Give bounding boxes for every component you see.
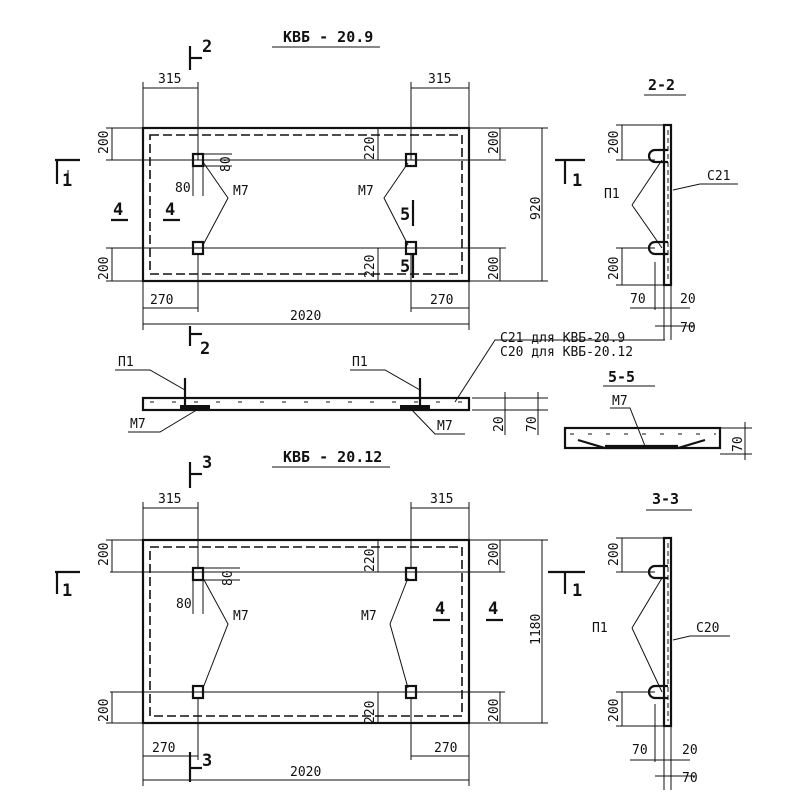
section-2-2: 2-2 200 200 С21 П1 70 20 70: [604, 76, 738, 340]
dim-70: 70: [731, 436, 746, 452]
label-c21: С21: [707, 169, 730, 184]
dim-200: 200: [607, 699, 622, 722]
dim-70: 70: [632, 743, 648, 758]
section-4-mark: 4: [488, 599, 498, 619]
section-1-mark: 1: [572, 171, 582, 191]
title-section-3-3: 3-3: [652, 490, 679, 508]
section-5-5: 5-5 М7 70: [563, 368, 752, 460]
label-m7: М7: [130, 417, 146, 432]
dim-1180: 1180: [529, 614, 544, 645]
dim-920: 920: [529, 197, 544, 220]
dim-315-left: 315: [158, 492, 181, 507]
plan-kvb-20-9: КВБ - 20.9 315 315 200 200 200: [55, 28, 585, 359]
plan-kvb-20-12: КВБ - 20.12 315 315 200 200 200 200 1180: [55, 448, 585, 786]
section-1-1-elevation: П1 П1 М7 М7 С21 для КВБ-20.9 С20 для КВБ…: [115, 331, 665, 435]
dim-70: 70: [525, 416, 540, 432]
note-c20: С20 для КВБ-20.12: [500, 345, 633, 360]
dim-200: 200: [97, 543, 112, 566]
slab-outline: [141, 126, 471, 283]
label-c20: С20: [696, 621, 719, 636]
label-m7: М7: [361, 609, 377, 624]
dim-80: 80: [176, 597, 192, 612]
dim-200: 200: [487, 699, 502, 722]
dim-200: 200: [97, 131, 112, 154]
title-kvb-20-12: КВБ - 20.12: [283, 448, 382, 466]
section-3-mark: 3: [202, 751, 212, 771]
title-kvb-20-9: КВБ - 20.9: [283, 28, 373, 46]
dim-20: 20: [680, 292, 696, 307]
title-section-5-5: 5-5: [608, 368, 635, 386]
dim-315-right: 315: [428, 72, 451, 87]
label-p1: П1: [604, 187, 620, 202]
dim-80: 80: [221, 570, 236, 586]
dim-315-left: 315: [158, 72, 181, 87]
note-c21: С21 для КВБ-20.9: [500, 331, 625, 346]
dim-20: 20: [682, 743, 698, 758]
dim-200: 200: [607, 131, 622, 154]
dim-200: 200: [487, 257, 502, 280]
dim-200: 200: [487, 543, 502, 566]
dim-220: 220: [363, 701, 378, 724]
dim-200: 200: [97, 257, 112, 280]
section-4-mark: 4: [165, 200, 175, 220]
dim-220: 220: [363, 137, 378, 160]
section-2-mark: 2: [200, 339, 210, 359]
dim-270-right: 270: [434, 741, 457, 756]
section-1-mark: 1: [62, 581, 72, 601]
label-m7: М7: [358, 184, 374, 199]
dim-80: 80: [219, 156, 234, 172]
section-5-mark: 5: [400, 257, 410, 277]
section-4-mark: 4: [435, 599, 445, 619]
dim-220: 220: [363, 549, 378, 572]
dim-2020: 2020: [290, 309, 321, 324]
label-m7: М7: [437, 419, 453, 434]
dim-220: 220: [363, 255, 378, 278]
section-4-mark: 4: [113, 200, 123, 220]
section-3-3: 3-3 200 200 С20 П1 70 20 70: [592, 490, 730, 790]
dim-270-right: 270: [430, 293, 453, 308]
dim-270-left: 270: [150, 293, 173, 308]
label-m7: М7: [233, 184, 249, 199]
dim-270-left: 270: [152, 741, 175, 756]
label-p1: П1: [352, 355, 368, 370]
section-3-mark: 3: [202, 453, 212, 473]
section-1-mark: 1: [572, 581, 582, 601]
dim-200: 200: [607, 257, 622, 280]
section-2-mark: 2: [202, 37, 212, 57]
dim-70: 70: [630, 292, 646, 307]
reinforcement-outline: [149, 134, 463, 275]
label-p1: П1: [118, 355, 134, 370]
dim-200: 200: [487, 131, 502, 154]
dim-2020: 2020: [290, 765, 321, 780]
dim-80: 80: [175, 181, 191, 196]
title-section-2-2: 2-2: [648, 76, 675, 94]
dim-315-right: 315: [430, 492, 453, 507]
label-m7: М7: [612, 394, 628, 409]
label-p1: П1: [592, 621, 608, 636]
label-m7: М7: [233, 609, 249, 624]
dim-200: 200: [97, 699, 112, 722]
section-5-mark: 5: [400, 205, 410, 225]
dim-70: 70: [680, 321, 696, 336]
section-1-mark: 1: [62, 171, 72, 191]
dim-20: 20: [492, 416, 507, 432]
dim-70: 70: [682, 771, 698, 786]
dim-200: 200: [607, 543, 622, 566]
